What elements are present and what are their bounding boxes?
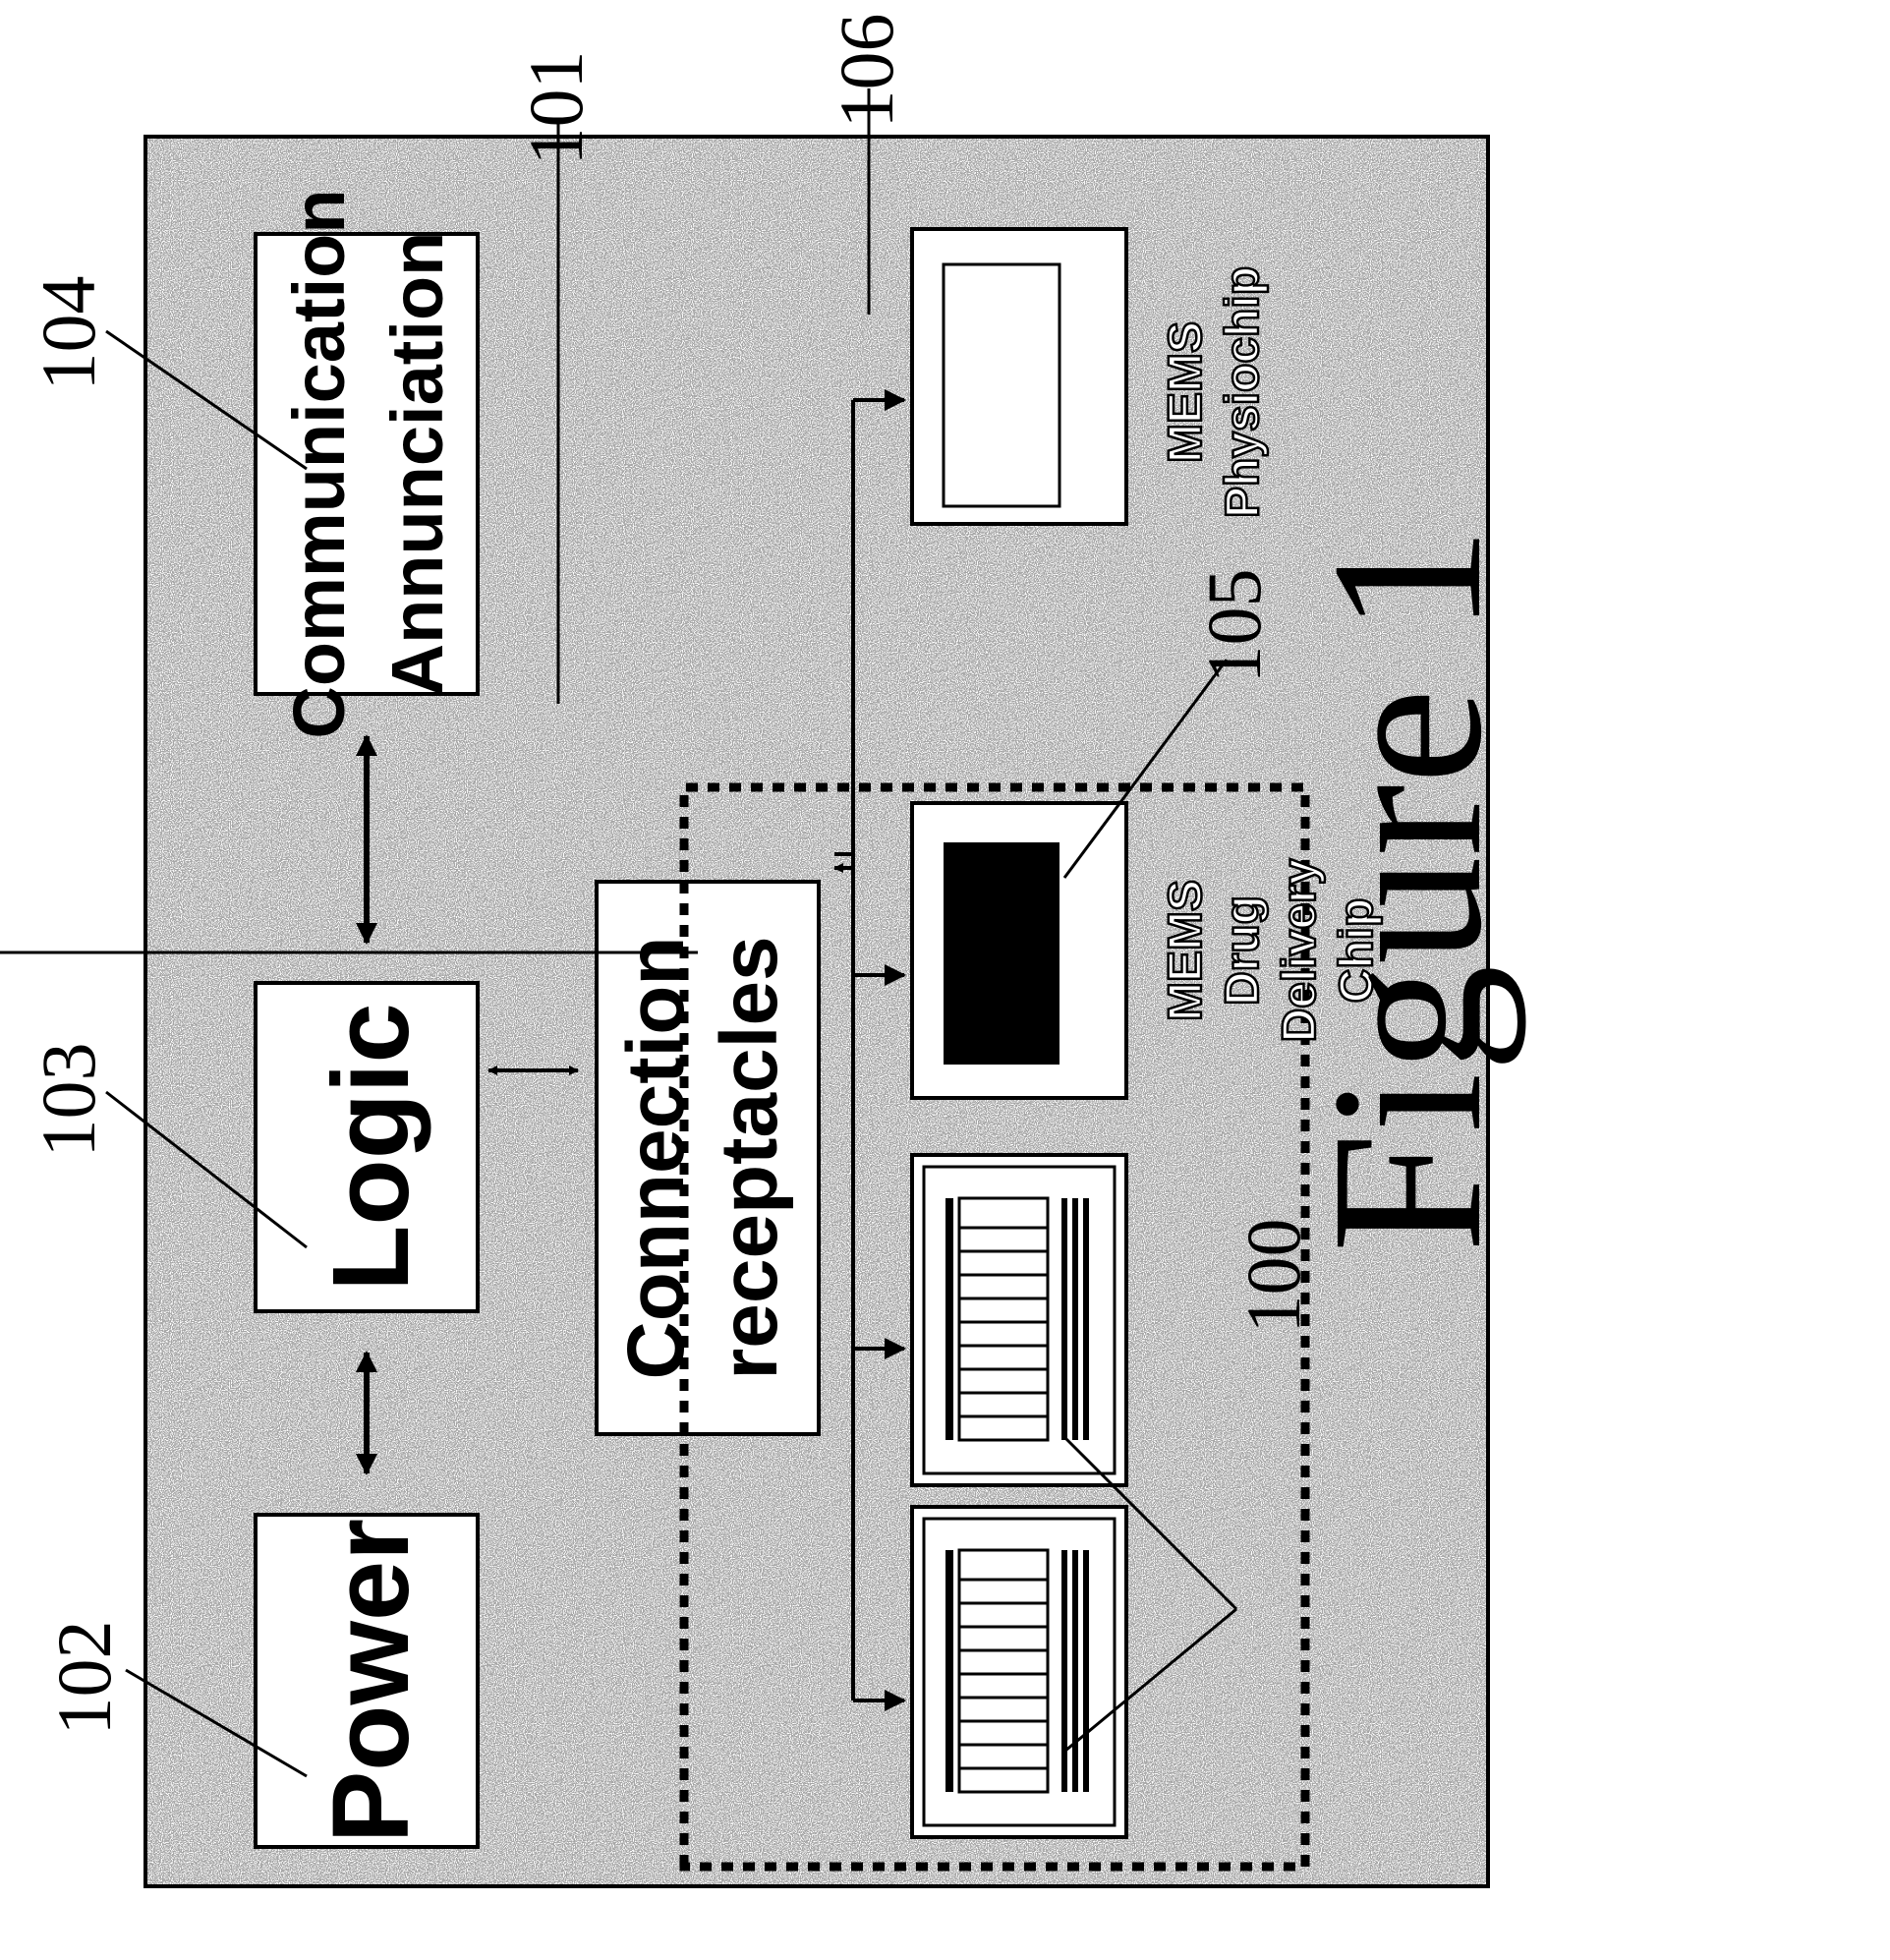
ref-102: 102 bbox=[41, 1621, 127, 1736]
drug-delivery-chip bbox=[912, 803, 1126, 1098]
receptacles-label: receptacles bbox=[705, 936, 794, 1379]
ref-103: 103 bbox=[26, 1043, 111, 1158]
rotated-figure: Power Logic Communication Annunciation C… bbox=[0, 137, 1488, 1886]
physiochip-caption-line1: MEMS bbox=[1160, 321, 1212, 463]
logic-label: Logic bbox=[311, 1003, 431, 1291]
ref-101: 101 bbox=[513, 51, 599, 166]
ref-106: 106 bbox=[824, 14, 909, 129]
sensor-module-1 bbox=[912, 1507, 1126, 1837]
figure-caption: Figure 1 bbox=[1287, 526, 1526, 1252]
connection-label: Connection bbox=[611, 937, 701, 1380]
power-label: Power bbox=[311, 1519, 431, 1843]
annunciation-label: Annunciation bbox=[376, 232, 458, 697]
drug-delivery-caption-line2: Drug bbox=[1217, 895, 1269, 1006]
ref-104: 104 bbox=[26, 276, 111, 391]
sensor-module-2 bbox=[912, 1155, 1126, 1485]
physiochip-caption-line2: Physiochip bbox=[1217, 266, 1269, 518]
physiochip bbox=[912, 229, 1126, 524]
communication-label: Communication bbox=[278, 189, 360, 738]
ref-105: 105 bbox=[1191, 569, 1277, 684]
drug-delivery-caption-line1: MEMS bbox=[1160, 880, 1212, 1021]
